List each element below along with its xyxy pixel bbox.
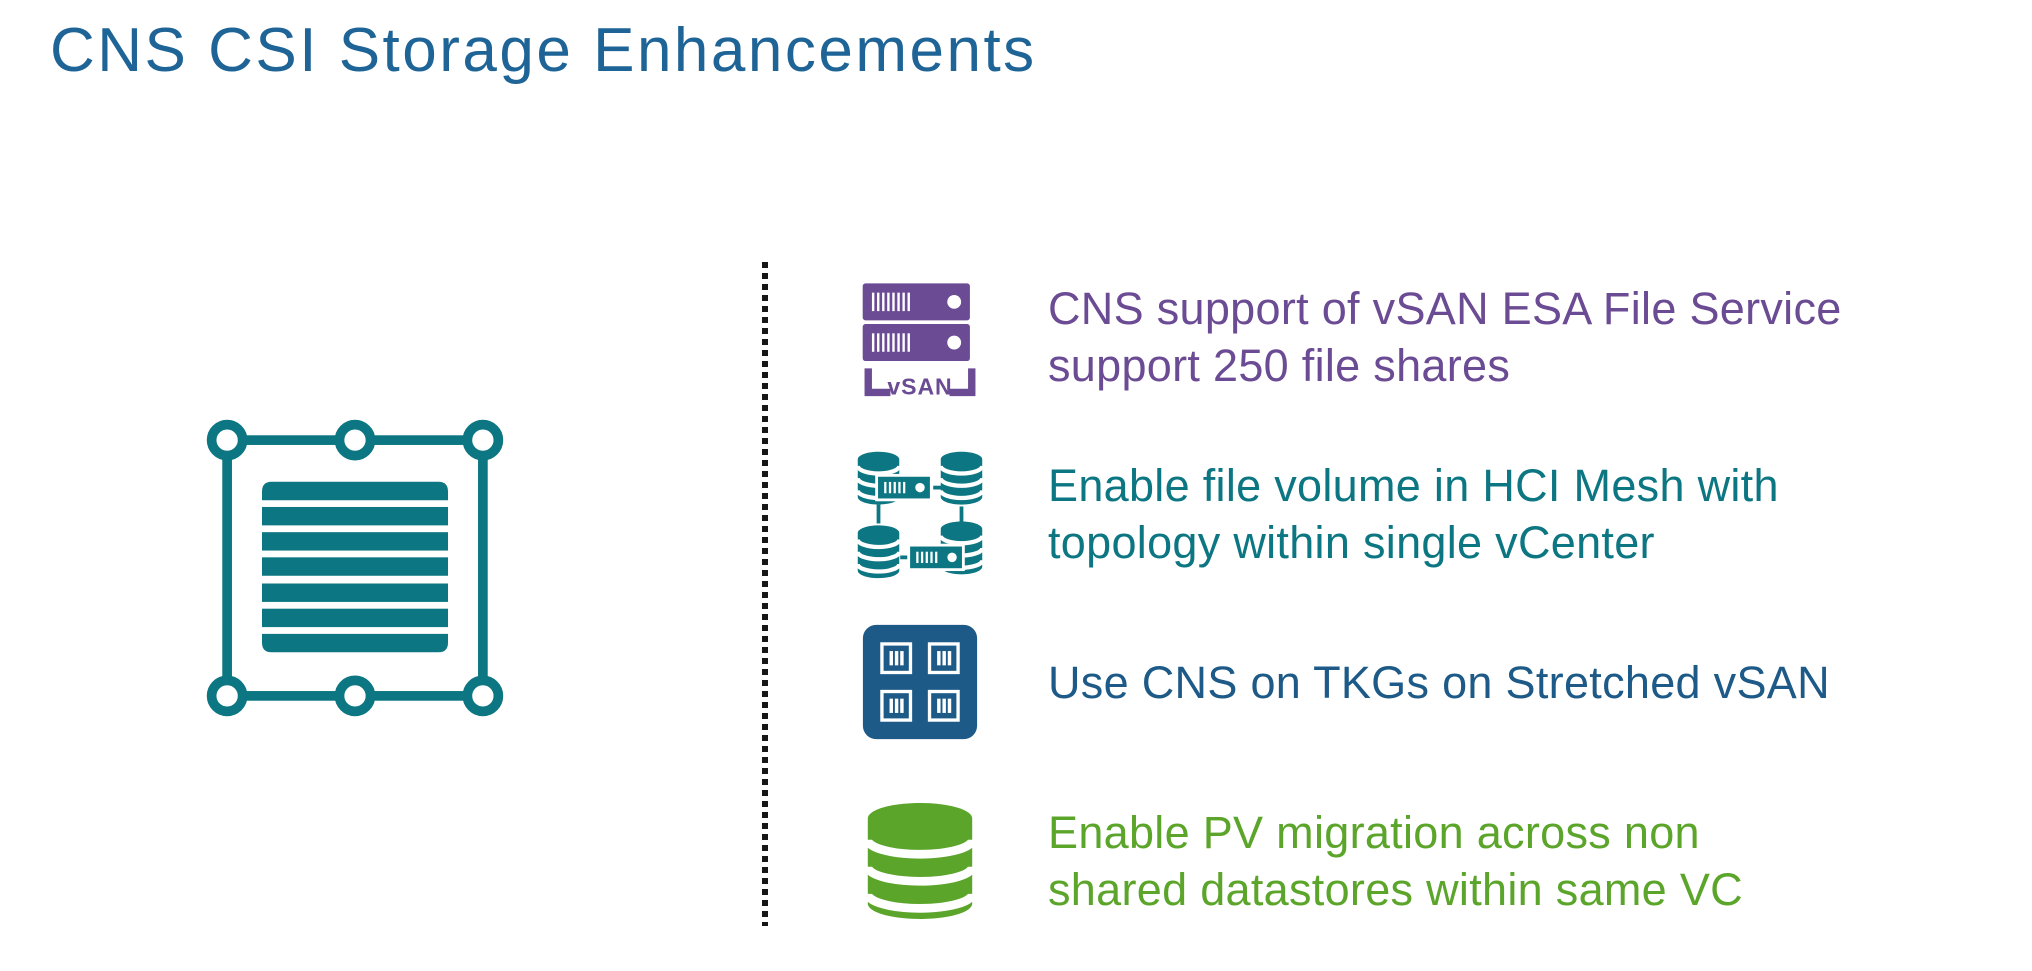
bullet-vsan-file-service: vSAN CNS support of vSAN ESA File Servic… [852,272,1842,402]
bullet-text: Enable file volume in HCI Mesh with topo… [1048,457,1779,571]
bullet-text-line: CNS support of vSAN ESA File Service [1048,283,1842,334]
bullet-hci-mesh: Enable file volume in HCI Mesh with topo… [852,444,1779,584]
page-title: CNS CSI Storage Enhancements [50,16,1037,85]
bullet-tkg-stretched-vsan: Use CNS on TKGs on Stretched vSAN [852,618,1830,746]
bullet-text-line: topology within single vCenter [1048,517,1655,568]
bullet-text: Enable PV migration across non shared da… [1048,804,1743,918]
vsan-esa-file-service-icon: vSAN [852,276,988,398]
bullet-text-line: Use CNS on TKGs on Stretched vSAN [1048,656,1830,708]
vsan-badge-label: vSAN [887,373,952,398]
dotted-divider [762,262,768,926]
bullet-text-line: support 250 file shares [1048,340,1511,391]
bullet-text-line: Enable file volume in HCI Mesh with [1048,460,1779,511]
bullet-text-line: shared datastores within same VC [1048,863,1743,915]
tkg-stretched-vsan-icon [852,623,988,741]
bullet-text: Use CNS on TKGs on Stretched vSAN [1048,654,1830,711]
pv-datastore-icon [852,797,988,925]
bullet-text-line: Enable PV migration across non [1048,806,1700,858]
container-volume-icon [200,413,510,723]
bullet-pv-migration: Enable PV migration across non shared da… [852,788,1743,933]
bullet-text: CNS support of vSAN ESA File Service sup… [1048,280,1842,394]
hci-mesh-topology-icon [852,448,988,580]
